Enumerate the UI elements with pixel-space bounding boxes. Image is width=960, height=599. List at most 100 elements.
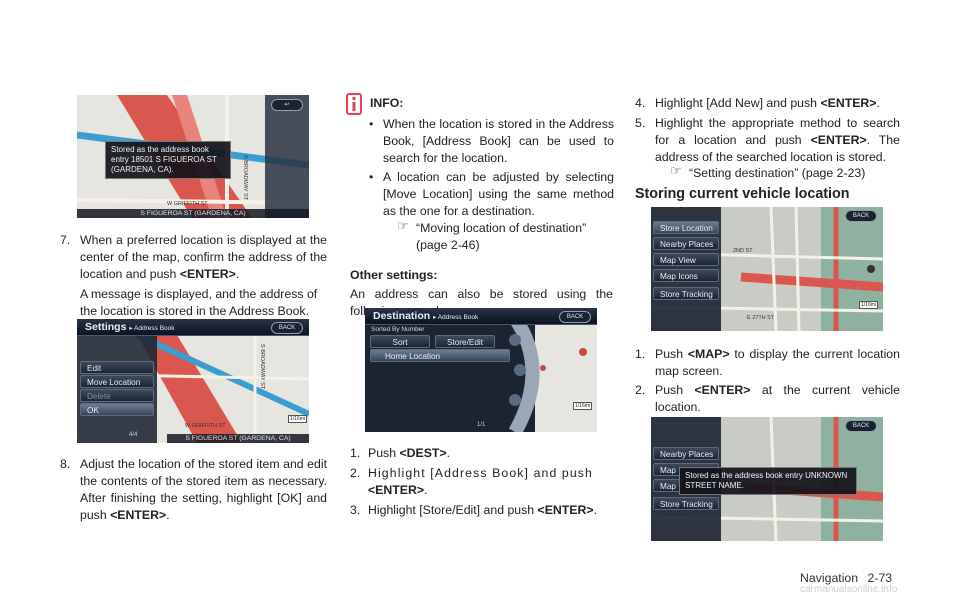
sorted-label: Sorted By Number — [371, 326, 425, 333]
step-7-subtext: A message is displayed, and the address … — [80, 287, 318, 318]
step-text-end: . The address of the searched location i… — [655, 133, 900, 164]
step-text: Highlight [Address Book] and push — [368, 466, 593, 480]
back-label: BACK — [278, 325, 296, 331]
street-label: W GRIFFITH ST — [185, 423, 226, 429]
key-label: <ENTER> — [368, 483, 425, 497]
bullet-text: When the location is stored in the Addre… — [383, 117, 614, 165]
key-label: <ENTER> — [110, 508, 167, 522]
step-text: Highlight [Add New] and push — [655, 96, 821, 110]
menu-item-move-location[interactable]: Move Location — [80, 375, 154, 388]
menu-item-delete[interactable]: Delete — [80, 389, 154, 402]
step-text: Highlight [Store/Edit] and push — [368, 503, 538, 517]
step-text-end: . — [424, 483, 429, 497]
menu-item-map-view[interactable]: Map View — [653, 253, 719, 266]
key-label: <ENTER> — [820, 96, 877, 110]
page-indicator: 4/4 — [129, 432, 138, 438]
step-4-text: Highlight [Add New] and push <ENTER>. — [655, 95, 905, 112]
step-text: Push — [368, 446, 400, 460]
title-text: Settings — [85, 321, 127, 333]
key-label: <ENTER> — [537, 503, 594, 517]
title-text: Destination — [373, 310, 431, 322]
watermark: carmanualsonline.info — [800, 584, 898, 595]
map-graphic — [365, 308, 597, 432]
info-bullet-2: • A location can be adjusted by selectin… — [367, 169, 614, 220]
step-text: Push — [655, 383, 695, 397]
title-bar: Settings ▸ Address Book BACK — [77, 319, 309, 336]
step-8-text: Adjust the location of the stored item a… — [80, 456, 327, 524]
destination-address-book-screenshot: Destination ▸ Address Book BACK Sorted B… — [365, 308, 597, 432]
reference-link[interactable]: “Setting destination” (page 2-23) — [689, 166, 866, 180]
menu-item-store-tracking[interactable]: Store Tracking — [653, 287, 719, 300]
map-menu-screenshot: BACK Store Location Nearby Places Map Vi… — [651, 207, 883, 331]
screen-title: Settings ▸ Address Book — [85, 321, 175, 333]
scale-indicator: 1/16mi — [859, 301, 879, 309]
step-number: 5. — [635, 116, 646, 130]
step-1-text: Push <DEST>. — [368, 445, 613, 462]
bullet-dot: • — [369, 117, 374, 131]
menu-item-edit[interactable]: Edit — [80, 361, 154, 374]
back-button[interactable]: ↩ — [271, 99, 303, 111]
step-number: 1. — [350, 446, 361, 460]
other-settings-title: Other settings: — [350, 268, 438, 282]
step-number: 1. — [635, 347, 646, 361]
store-edit-button[interactable]: Store/Edit — [435, 335, 495, 348]
footer-section: Navigation — [800, 571, 859, 585]
step-2-enter-text: Push <ENTER> at the current vehicle loca… — [655, 382, 900, 416]
stored-message-popup: Stored as the address book entry 18501 S… — [105, 141, 231, 179]
bullet-text: A location can be adjusted by selecting … — [383, 170, 614, 218]
step-7-text: When a preferred location is displayed a… — [80, 232, 327, 283]
back-button[interactable]: BACK — [271, 322, 303, 334]
step-2-text: Highlight [Address Book] and push <ENTER… — [368, 465, 613, 499]
info-bullet-1: • When the location is stored in the Add… — [367, 116, 614, 167]
street-label: W GRIFFITH ST — [167, 201, 208, 207]
menu-item-store-location[interactable]: Store Location — [653, 221, 719, 234]
back-button[interactable]: BACK — [559, 311, 591, 323]
menu-item-nearby-places[interactable]: Nearby Places — [653, 237, 719, 250]
back-label: BACK — [852, 213, 870, 219]
step-text-end: . — [166, 508, 170, 522]
reference-icon: ☞ — [670, 163, 682, 178]
scale-indicator: 1/16mi — [573, 402, 593, 410]
back-button[interactable]: BACK — [845, 210, 877, 222]
location-strip: S FIGUEROA ST (GARDENA, CA) — [167, 434, 309, 443]
step-number: 4. — [635, 96, 646, 110]
key-label: <ENTER> — [179, 267, 236, 281]
page-footer: Navigation 2-73 — [800, 571, 892, 585]
back-label: BACK — [566, 314, 584, 320]
bullet-dot: • — [369, 170, 374, 184]
key-label: <ENTER> — [810, 133, 867, 147]
street-label: 2ND ST — [733, 248, 753, 254]
stored-message-popup: Stored as the address book entry UNKNOWN… — [679, 467, 857, 495]
step-text: When a preferred location is displayed a… — [80, 233, 327, 281]
reference-link[interactable]: “Moving location of destination” (page 2… — [416, 221, 587, 252]
street-label-vertical: S BROADWAY ST — [242, 155, 248, 201]
menu-item-store-tracking[interactable]: Store Tracking — [653, 497, 719, 510]
key-label: <ENTER> — [694, 383, 751, 397]
section-heading: Storing current vehicle location — [635, 186, 850, 202]
scale-indicator: 1/16mi — [288, 415, 308, 423]
step-3-text: Highlight [Store/Edit] and push <ENTER>. — [368, 502, 618, 519]
step-number: 7. — [60, 233, 71, 247]
step-1-map-text: Push <MAP> to display the current locati… — [655, 346, 900, 380]
subtitle-text: ▸ Address Book — [129, 325, 175, 332]
back-button[interactable]: BACK — [845, 420, 877, 432]
street-label: E 27TH ST — [747, 315, 775, 321]
info-title: INFO: — [370, 96, 404, 110]
key-label: <DEST> — [399, 446, 447, 460]
sort-button[interactable]: Sort — [370, 335, 430, 348]
step-text: Adjust the location of the stored item a… — [80, 457, 327, 522]
menu-item-map-icons[interactable]: Map Icons — [653, 269, 719, 282]
key-label: <MAP> — [687, 347, 730, 361]
map-screenshot-stored-entry: ↩ Stored as the address book entry 18501… — [77, 95, 309, 218]
info-icon — [345, 93, 363, 115]
menu-item-nearby-places[interactable]: Nearby Places — [653, 447, 719, 460]
home-location-item[interactable]: Home Location — [370, 349, 510, 362]
street-label-vertical: S BROADWAY ST — [259, 344, 265, 390]
location-strip: S FIGUEROA ST (GARDENA, CA) — [77, 209, 309, 218]
step-text-end: . — [876, 96, 880, 110]
menu-item-ok[interactable]: OK — [80, 403, 154, 416]
step-text-end: . — [593, 503, 597, 517]
settings-address-book-screenshot: Settings ▸ Address Book BACK Edit Move L… — [77, 319, 309, 443]
step-text: Push — [655, 347, 688, 361]
page-indicator: 1/1 — [477, 422, 486, 428]
